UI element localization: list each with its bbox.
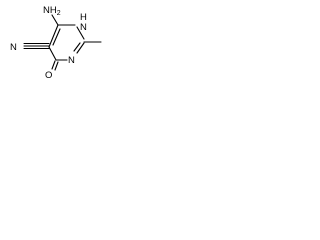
bond-c4-c5 — [48, 46, 57, 61]
molecule-structure-diagram: NH2 H N N O N — [10, 5, 102, 81]
bond-carbonyl-double — [54, 61, 59, 71]
bond-c5-c6-double — [52, 28, 61, 46]
bond-c2-n3-double — [73, 42, 81, 52]
bond-c5-c6 — [48, 24, 59, 48]
ring-nh-h-label: H — [80, 12, 87, 23]
bond-carbonyl — [51, 60, 56, 70]
nitrile-n-label: N — [10, 42, 17, 53]
bond-c2-n3 — [76, 42, 85, 54]
ring-n-label: N — [68, 55, 75, 66]
bond-n1-c2 — [76, 26, 85, 40]
amino-label: NH2 — [43, 5, 61, 17]
ring-nh-n-label: N — [80, 22, 87, 33]
carbonyl-o-label: O — [45, 70, 52, 81]
bond-amino — [51, 14, 59, 26]
